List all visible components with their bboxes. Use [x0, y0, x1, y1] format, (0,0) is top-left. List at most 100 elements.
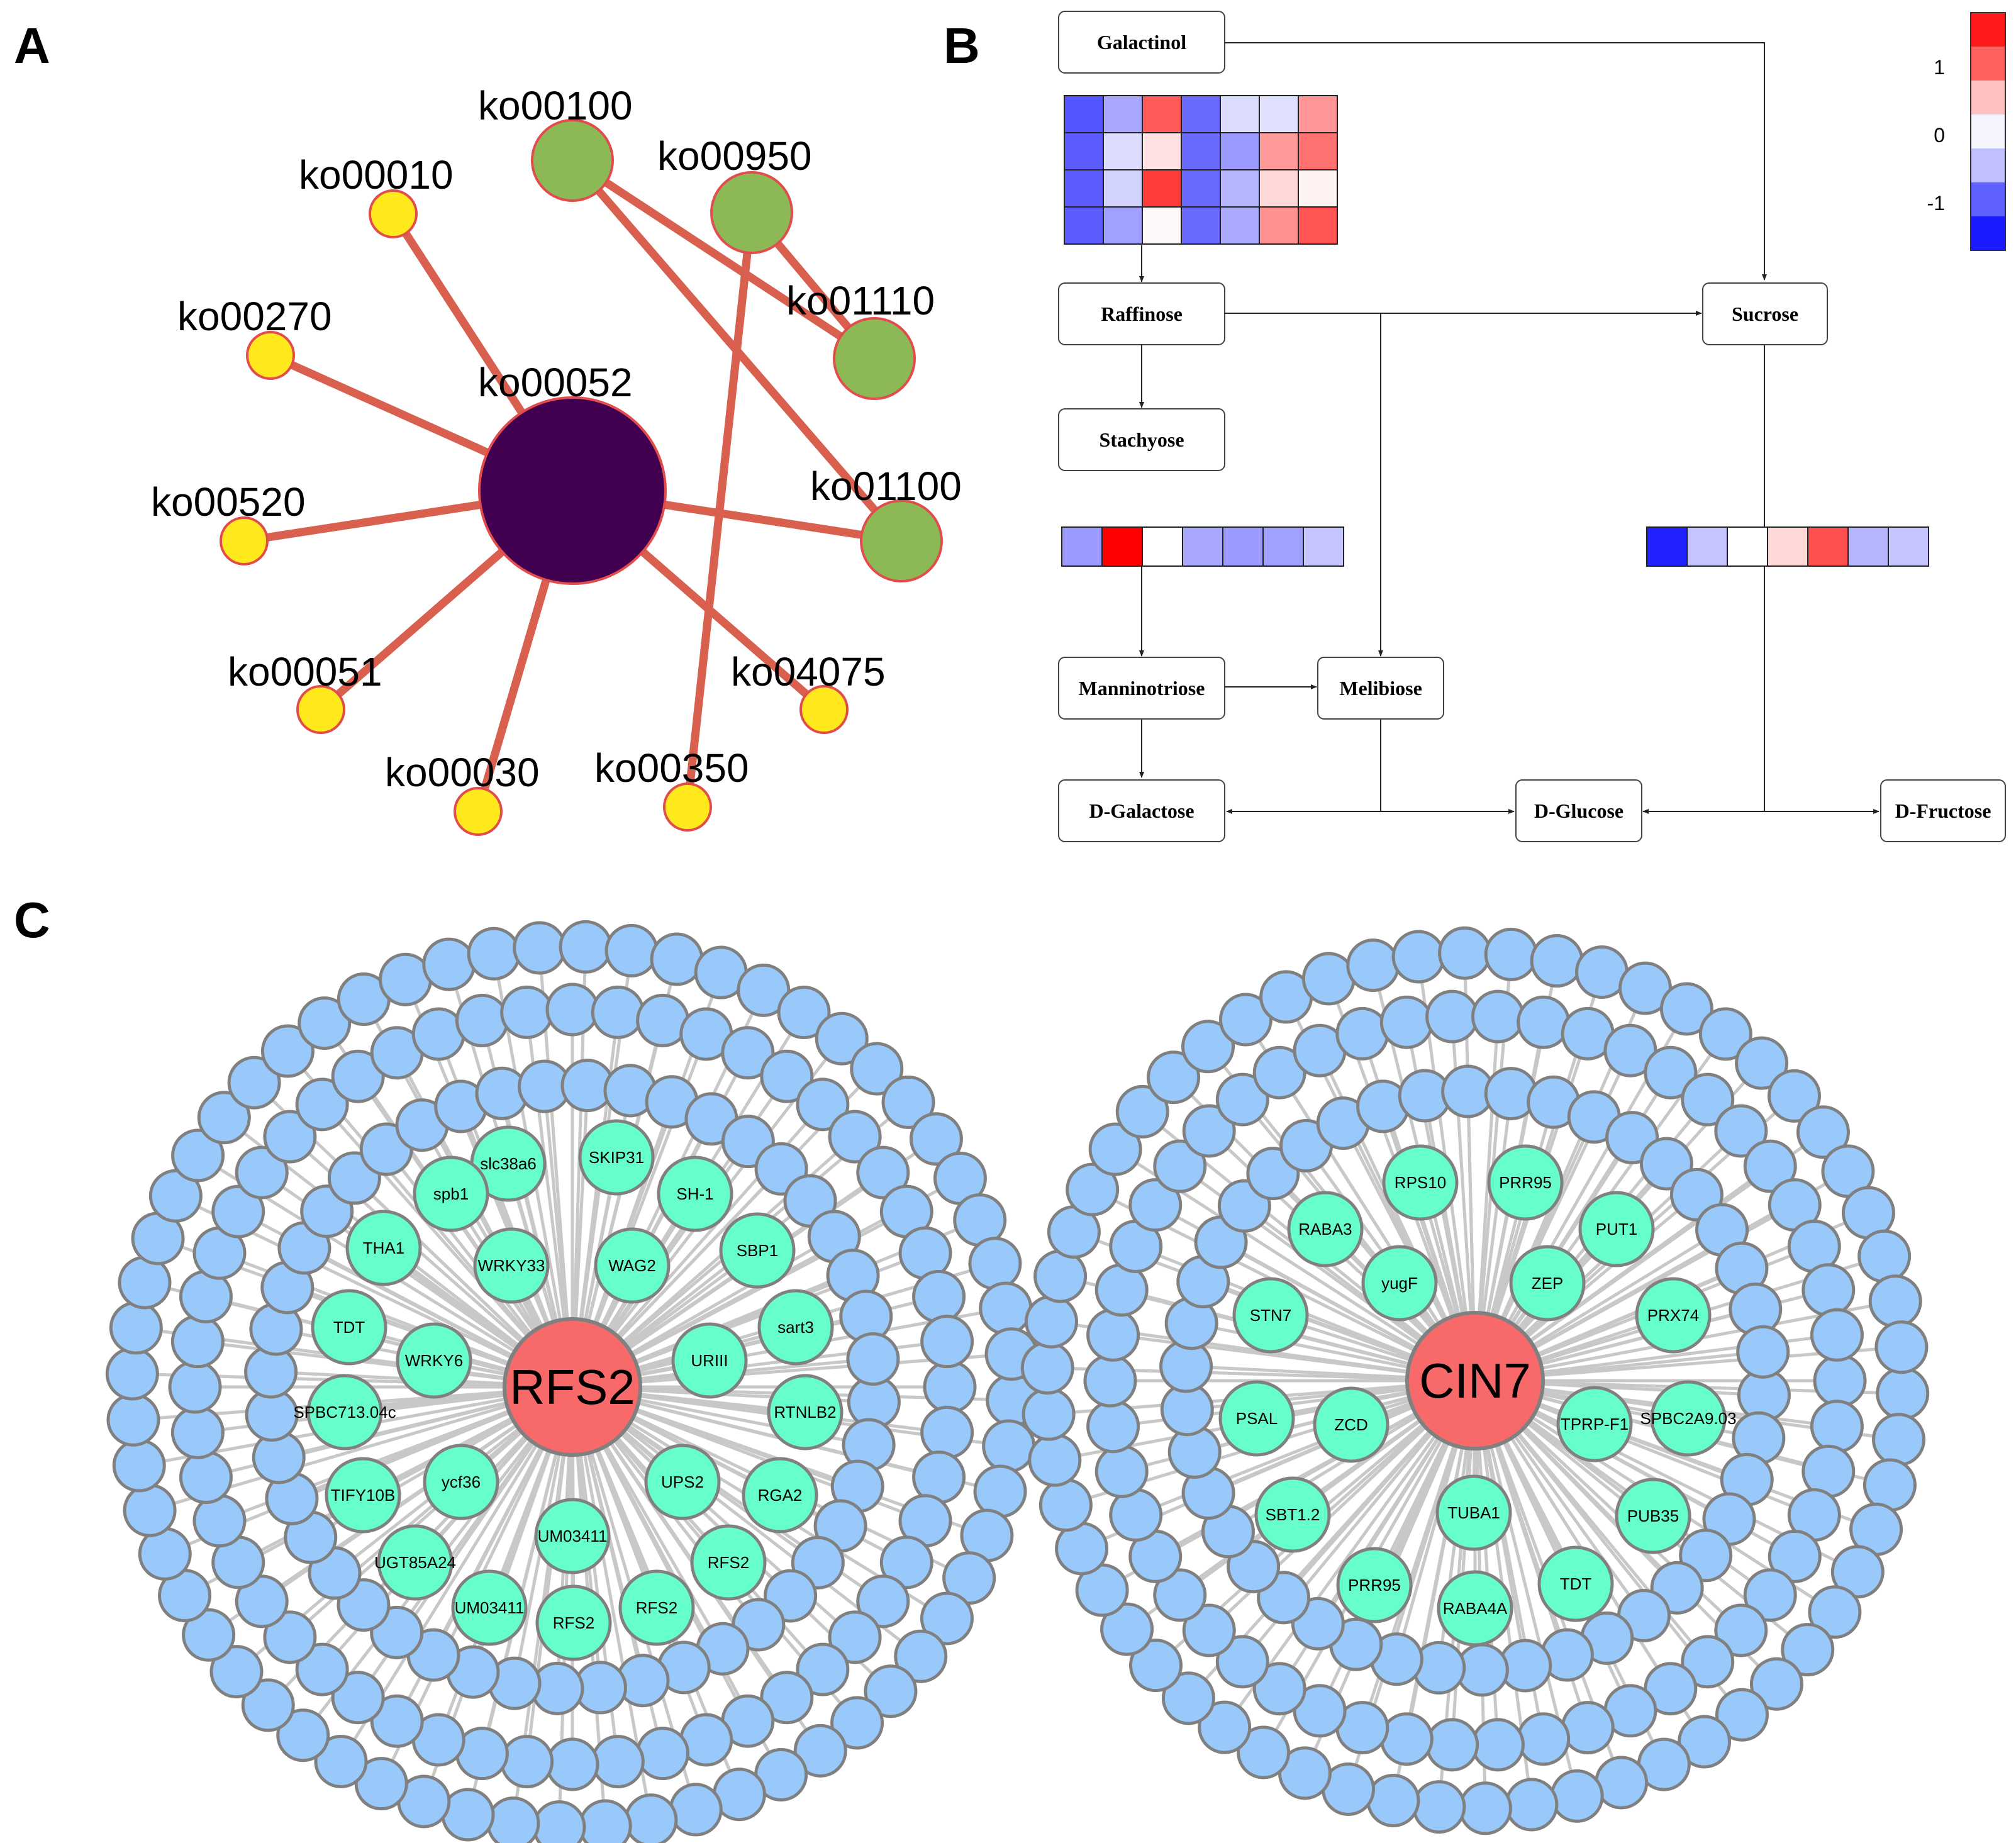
gene-node — [1361, 1245, 1438, 1322]
outer-node — [263, 1610, 317, 1664]
outer-node — [1218, 993, 1273, 1047]
outer-node — [1198, 1700, 1252, 1754]
outer-node — [354, 1757, 408, 1811]
outer-node — [1153, 1568, 1207, 1622]
gene-label: SBT1.2 — [1266, 1505, 1320, 1524]
heatmap-cell — [1298, 206, 1338, 245]
node-ko01110 — [833, 317, 916, 400]
outer-node — [1366, 1773, 1420, 1827]
outer-node — [112, 1439, 166, 1493]
gene-node — [671, 1322, 748, 1399]
panel-c-letter: C — [14, 892, 50, 948]
gene-label: PRR95 — [1348, 1576, 1401, 1595]
outer-node — [106, 1393, 160, 1447]
outer-node — [1115, 1084, 1169, 1139]
outer-node — [1749, 1657, 1803, 1711]
outer-node — [636, 1727, 690, 1781]
gene-node — [306, 1374, 383, 1450]
label-ko00520: ko00520 — [151, 479, 306, 525]
outer-node — [920, 1405, 974, 1459]
gene-label: RPS10 — [1395, 1173, 1446, 1192]
box-galactinol — [1058, 11, 1225, 74]
heatmap-cell — [1181, 169, 1221, 208]
box-stachyose — [1058, 408, 1225, 471]
node-ko00350 — [663, 782, 712, 832]
scale-label-0: 0 — [1934, 124, 1945, 147]
gene-node — [535, 1584, 612, 1661]
label-ko01110: ko01110 — [786, 278, 935, 323]
gene-label: RFS2 — [636, 1598, 677, 1617]
box-raffinose — [1058, 282, 1225, 345]
outer-node — [209, 1645, 264, 1699]
gene-label: RABA3 — [1298, 1220, 1352, 1239]
gene-label: ycf36 — [442, 1473, 481, 1491]
gene-label: UM03411 — [538, 1527, 608, 1545]
outer-node — [1024, 1295, 1078, 1349]
gene-label: PRR95 — [1499, 1173, 1552, 1192]
outer-node — [1182, 1603, 1236, 1657]
gene-node — [1650, 1380, 1727, 1457]
outer-node — [1379, 1712, 1434, 1766]
label-sucrose: Sucrose — [1732, 303, 1798, 325]
outer-node — [721, 1026, 775, 1080]
gene-label: TUBA1 — [1447, 1503, 1500, 1522]
gene-node — [767, 1374, 844, 1450]
outer-node — [828, 1610, 882, 1664]
gene-label: UGT85A24 — [374, 1553, 456, 1572]
heatmap-cell — [1220, 169, 1260, 208]
gene-node — [1578, 1191, 1655, 1267]
gene-node — [1615, 1478, 1691, 1554]
label-ko00051: ko00051 — [228, 649, 382, 694]
color-scale-swatch — [1971, 81, 2005, 114]
outer-node — [920, 1315, 974, 1369]
outer-node — [179, 1450, 233, 1505]
heatmap-cell — [1181, 206, 1221, 245]
heatmap-cell — [1888, 526, 1929, 567]
outer-node — [105, 1347, 159, 1401]
heatmap-cell — [1103, 169, 1143, 208]
outer-node — [1039, 1478, 1093, 1532]
gene-label: spb1 — [433, 1184, 469, 1203]
label-galactinol: Galactinol — [1097, 31, 1186, 53]
gene-node — [534, 1498, 611, 1574]
outer-node — [1237, 1725, 1291, 1779]
heatmap-cell — [1103, 132, 1143, 170]
outer-node — [545, 1737, 599, 1791]
outer-node — [1471, 1718, 1525, 1772]
outer-node — [1505, 1778, 1559, 1832]
outer-node — [168, 1360, 222, 1414]
gene-label: PUB35 — [1627, 1506, 1679, 1525]
outer-node — [123, 1483, 177, 1537]
outer-node — [864, 1664, 918, 1718]
gene-label: RABA4A — [1443, 1599, 1508, 1618]
outer-node — [1736, 1325, 1790, 1379]
outer-node — [1517, 1712, 1571, 1766]
outer-node — [650, 932, 704, 986]
gene-node — [1537, 1545, 1614, 1622]
heatmap-cell — [1298, 169, 1338, 208]
outer-node — [1020, 1341, 1074, 1395]
outer-node — [796, 1642, 850, 1696]
outer-node — [1215, 1072, 1269, 1127]
heatmap-cell — [1101, 526, 1143, 567]
color-scale-legend — [1970, 12, 2006, 251]
box-dfructose — [1880, 779, 2006, 842]
color-scale-frame — [1970, 12, 2006, 251]
outer-node — [942, 1551, 996, 1605]
outer-node — [263, 1110, 317, 1164]
outer-node — [422, 937, 476, 991]
gene-node — [377, 1524, 454, 1601]
heatmap-cell — [1181, 132, 1221, 170]
outer-node — [1438, 926, 1492, 980]
outer-node — [235, 1145, 289, 1200]
outer-node — [1066, 1162, 1120, 1217]
hub-label: CIN7 — [1419, 1353, 1531, 1408]
outer-node — [1391, 930, 1445, 984]
outer-node — [815, 1011, 869, 1066]
outer-node — [1425, 989, 1479, 1044]
outer-node — [1813, 1354, 1867, 1408]
gene-node — [757, 1289, 834, 1366]
panel-b-pathway: Galactinol Raffinose Stachyose Sucrose M… — [1058, 11, 2006, 842]
